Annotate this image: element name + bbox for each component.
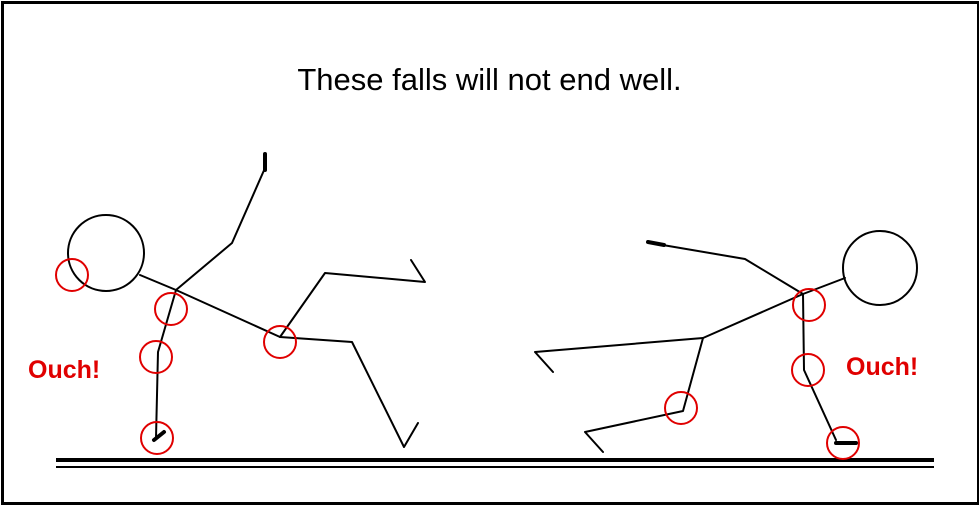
left-figure-upper-arm	[175, 167, 266, 291]
right-figure-torso	[702, 293, 804, 339]
left-figure-injury-markers	[55, 258, 297, 455]
ground	[56, 458, 934, 468]
right-ouch-label: Ouch!	[846, 353, 919, 381]
left-figure-torso	[139, 274, 281, 338]
right-elbow-circle	[791, 353, 825, 387]
left-hip-circle	[263, 325, 297, 359]
left-elbow-circle	[139, 340, 173, 374]
right-figure-head	[842, 230, 918, 306]
right-knee-circle	[664, 391, 698, 425]
right-figure-injury-markers	[664, 288, 860, 460]
left-figure-head	[67, 214, 145, 292]
right-figure-neck	[802, 277, 846, 295]
left-head-impact-circle	[55, 258, 89, 292]
right-wrist-circle	[826, 426, 860, 460]
left-ouch-label: Ouch!	[28, 356, 101, 384]
caption: These falls will not end well.	[297, 62, 682, 97]
left-wrist-circle	[140, 421, 174, 455]
left-figure-foot	[152, 430, 166, 442]
right-shoulder-circle	[792, 288, 826, 322]
right-figure-back-leg	[584, 337, 704, 453]
right-figure-hand	[646, 240, 666, 247]
left-figure-trailing-leg	[279, 336, 419, 448]
right-figure-front-leg	[534, 337, 704, 373]
left-figure-standing-leg	[155, 289, 177, 439]
right-stick-figure	[534, 230, 918, 453]
left-figure-raised-leg	[279, 259, 426, 338]
left-shoulder-circle	[154, 292, 188, 326]
right-figure-upper-arm	[650, 242, 804, 295]
left-stick-figure	[67, 152, 426, 448]
